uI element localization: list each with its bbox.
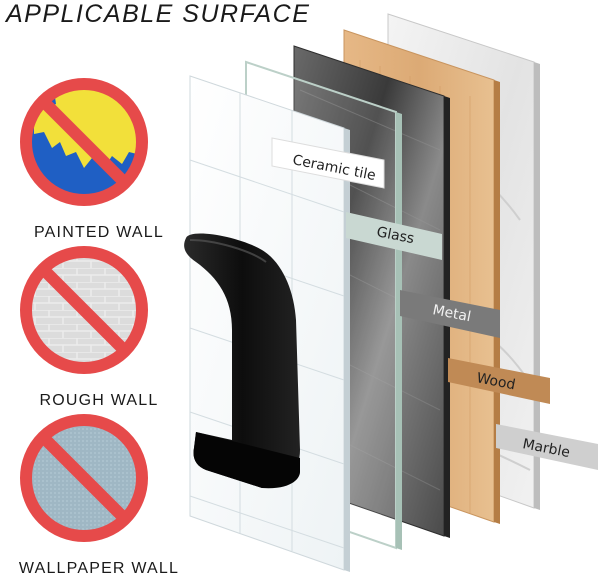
rough-wall-prohibited-icon [20, 246, 148, 374]
glass-label: Glass [375, 224, 415, 247]
rough-wall-label: ROUGH WALL [39, 392, 159, 409]
adhesive-hook [184, 233, 300, 489]
page-title: APPLICABLE SURFACE [6, 0, 311, 28]
wallpaper-wall-label: WALLPAPER WALL [18, 560, 180, 577]
painted-wall-label: PAINTED WALL [34, 224, 164, 241]
metal-label: Metal [431, 302, 472, 325]
wallpaper-wall-prohibited-icon [20, 414, 148, 542]
metal-tag: Metal [400, 290, 500, 338]
rough-wall-badge: ROUGH WALL [14, 240, 157, 409]
wood-label: Wood [475, 370, 516, 393]
marble-tag: Marble [496, 424, 598, 470]
painted-wall-badge: PAINTED WALL [14, 72, 163, 241]
wood-tag: Wood [448, 358, 550, 404]
glass-tag: Glass [346, 212, 442, 260]
painted-wall-prohibited-icon [20, 78, 148, 206]
not-applicable-column: PAINTED WALL ROUGH WALL [0, 0, 190, 580]
wallpaper-wall-badge: WALLPAPER WALL [14, 408, 178, 577]
